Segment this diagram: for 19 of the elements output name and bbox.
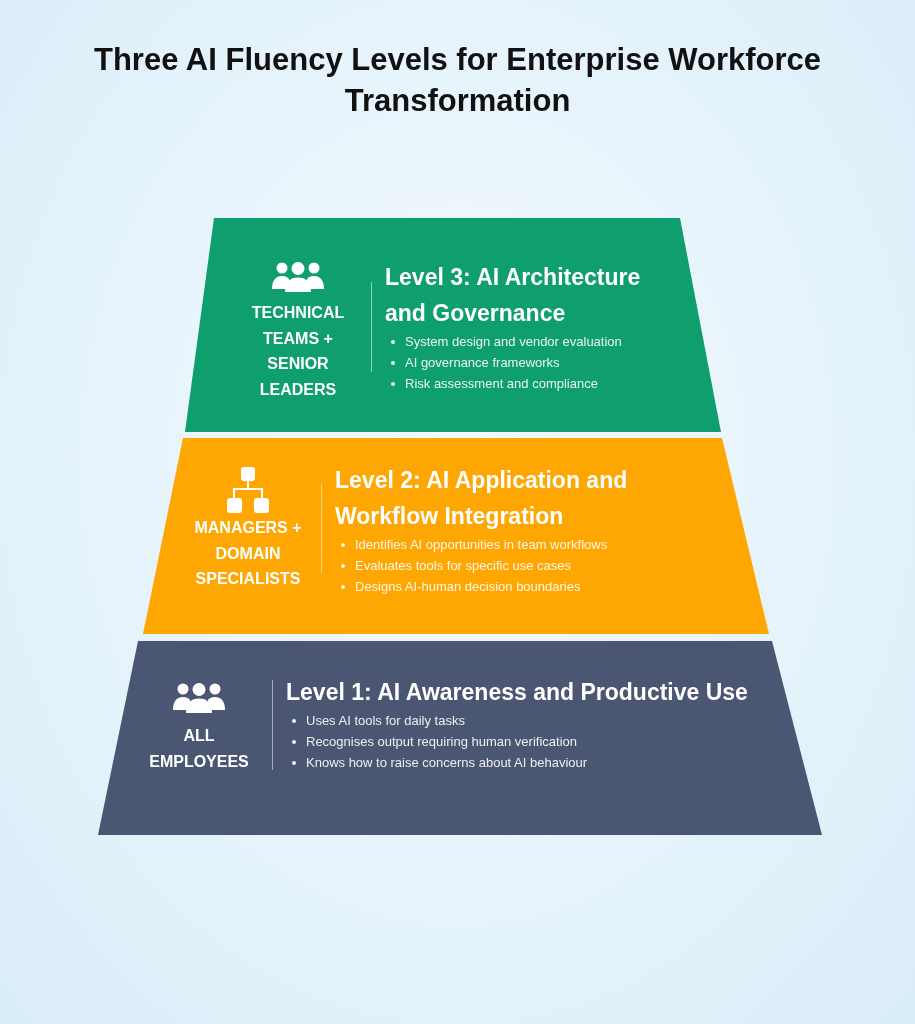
bullet-text: Knows how to raise concerns about AI behaviour	[306, 754, 588, 772]
bullet-text: Risk assessment and compliance	[405, 375, 598, 393]
level-heading: Level 3: AI Architecture and Governance	[385, 263, 642, 328]
bullet-text: Designs AI-human decision boundaries	[355, 578, 581, 596]
audience-label: TECHNICAL TEAMS + SENIOR LEADERS	[250, 303, 346, 400]
bullet-text: Evaluates tools for specific use cases	[355, 557, 572, 575]
trapezoid-band	[185, 218, 721, 432]
level-heading: Level 1: AI Awareness and Productive Use	[286, 678, 749, 707]
bullet-text: AI governance frameworks	[405, 354, 560, 372]
trapezoid-band	[98, 641, 822, 835]
bullet-text: Recognises output requiring human verification	[306, 733, 577, 751]
audience-label: MANAGERS + DOMAIN SPECIALISTS	[193, 518, 303, 589]
title: Three AI Fluency Levels for Enterprise Workforce Transformation	[93, 41, 822, 120]
level-heading: Level 2: AI Application and Workflow Integration	[335, 466, 629, 531]
bullet-text: Identifies AI opportunities in team workflows	[355, 536, 608, 554]
bullet-text: Uses AI tools for daily tasks	[306, 712, 465, 730]
trapezoid-band	[143, 438, 769, 634]
audience-label: ALL EMPLOYEES	[148, 726, 250, 772]
bullet-text: System design and vendor evaluation	[405, 333, 622, 351]
